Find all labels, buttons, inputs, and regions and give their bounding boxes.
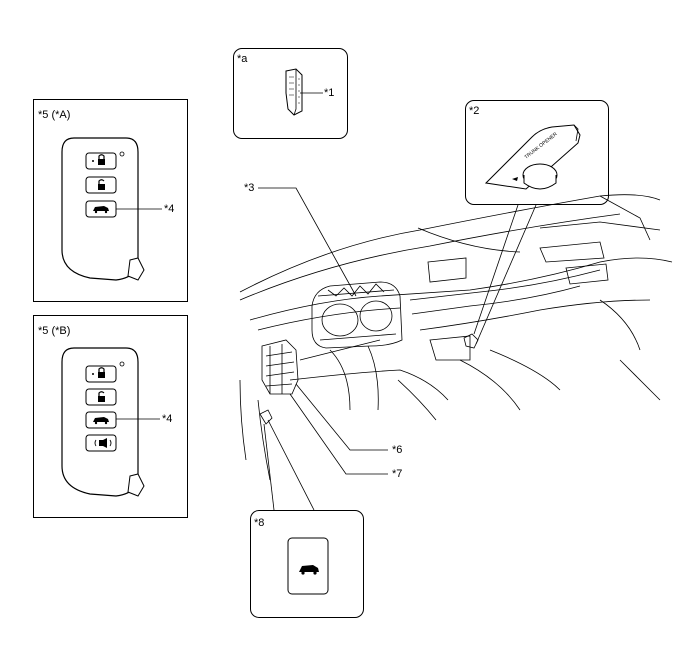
- car-trunk-icon: [93, 206, 109, 214]
- label-6: *6: [392, 444, 403, 456]
- car-trunk-icon: [299, 565, 319, 575]
- label-8: *8: [254, 517, 265, 529]
- leader-line-2b: [475, 204, 537, 345]
- label-7: *7: [392, 468, 403, 480]
- label-5b: *5 (*B): [38, 325, 71, 337]
- leader-line-6: [295, 383, 388, 451]
- car-trunk-icon: [93, 417, 109, 425]
- led-indicator: [119, 361, 125, 367]
- leader-line-7: [289, 393, 388, 475]
- label-2: *2: [469, 105, 480, 117]
- gauge-cluster: [311, 281, 403, 349]
- smart-key-b-panel: *5 (*B) *4: [33, 315, 188, 518]
- padlock-closed-icon: [92, 367, 105, 378]
- label-1: *1: [324, 87, 335, 99]
- mechanical-key-tip: [127, 473, 145, 497]
- label-4-bottom: *4: [162, 413, 173, 425]
- dash-top-line: [239, 194, 661, 293]
- main-switch-drawing: [287, 537, 329, 595]
- trunk-opener-drawing: TRUNK OPENER: [484, 124, 581, 190]
- smart-key-b-drawing: [61, 347, 160, 497]
- smart-key-a-panel: *5 (*A) *4: [33, 99, 188, 302]
- leader-line-2a: [473, 204, 519, 335]
- mechanical-key-tip: [127, 257, 145, 281]
- module-panel: *a *1: [233, 48, 348, 139]
- main-switch-panel: *8: [250, 510, 364, 618]
- module-body: [285, 68, 303, 116]
- leader-line-8b: [267, 419, 315, 511]
- label-4-top: *4: [164, 203, 175, 215]
- leader-line-8a: [263, 423, 275, 511]
- module-drawing: [285, 68, 323, 116]
- body-ecu: [261, 339, 299, 395]
- trunk-opener-panel: TRUNK OPENER *2: [465, 100, 609, 205]
- smart-key-a-drawing: [61, 137, 162, 281]
- padlock-closed-icon: [92, 154, 105, 165]
- led-indicator: [119, 151, 125, 157]
- panic-alarm-icon: [94, 438, 112, 448]
- label-a: *a: [237, 53, 248, 65]
- padlock-open-icon: [98, 391, 105, 402]
- label-3: *3: [244, 182, 255, 194]
- leader-line-3: [258, 187, 357, 297]
- trunk-opener-housing: [484, 124, 581, 190]
- padlock-open-icon: [98, 179, 105, 190]
- label-5a: *5 (*A): [38, 109, 71, 121]
